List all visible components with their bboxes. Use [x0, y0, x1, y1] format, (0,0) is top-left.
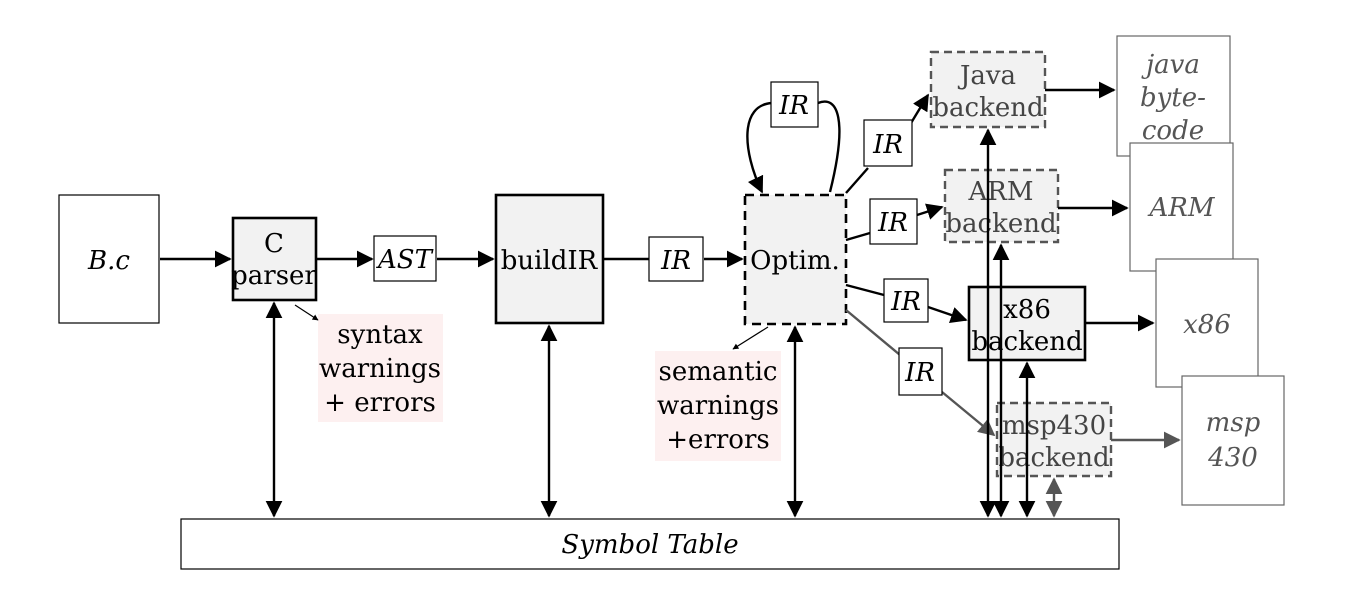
symbol-table-label: Symbol Table	[561, 530, 738, 560]
arrow-parser-to-syntax-note	[294, 304, 319, 321]
semantic-warnings-note: semantic warnings +errors	[655, 351, 781, 461]
semantic-note-line1: semantic	[659, 357, 778, 387]
syntax-warnings-note: syntax warnings + errors	[318, 314, 443, 422]
svg-text:IR: IR	[660, 246, 691, 276]
optim-label: Optim.	[750, 246, 840, 276]
source-file-box: B.c	[58, 194, 160, 324]
msp430-backend-line1: msp430	[1002, 411, 1106, 441]
arm-backend-line2: backend	[945, 209, 1056, 239]
ir-label-to-msp430: IR	[898, 347, 943, 396]
x86-backend-box: x86 backend	[967, 285, 1087, 362]
output-x86-label: x86	[1183, 310, 1231, 340]
output-x86: x86	[1155, 258, 1259, 388]
syntax-note-line1: syntax	[337, 320, 423, 350]
output-msp-line1: msp	[1206, 408, 1261, 438]
semantic-note-line3: +errors	[666, 425, 769, 455]
arm-backend-box: ARM backend	[943, 168, 1060, 244]
ir-label-to-optim: IR	[648, 236, 704, 282]
buildir-box: buildIR	[494, 193, 605, 325]
ast-label-box: AST	[373, 235, 437, 282]
java-backend-line2: backend	[932, 93, 1043, 123]
optim-box: Optim.	[743, 193, 848, 326]
ir-label-to-arm: IR	[869, 198, 918, 245]
output-msp-line2: 430	[1207, 443, 1258, 473]
c-parser-line1: C	[264, 229, 284, 259]
syntax-note-line3: + errors	[324, 388, 436, 418]
java-backend-box: Java backend	[929, 50, 1047, 129]
msp430-backend-box: msp430 backend	[995, 401, 1113, 478]
c-parser-line2: parser	[231, 261, 317, 291]
arrow-optim-to-x86	[845, 283, 966, 320]
syntax-note-line2: warnings	[319, 354, 441, 384]
java-backend-line1: Java	[957, 61, 1016, 91]
source-file-label: B.c	[87, 246, 130, 276]
arrow-optim-to-semantic-note	[732, 326, 769, 350]
ir-label-to-java: IR	[863, 119, 913, 167]
arm-backend-line1: ARM	[968, 177, 1034, 207]
output-java-bytecode: java byte- code	[1116, 35, 1231, 157]
ir-label-to-x86: IR	[883, 278, 929, 323]
svg-text:IR: IR	[778, 91, 809, 121]
svg-text:IR: IR	[877, 208, 908, 238]
msp430-backend-line2: backend	[998, 443, 1109, 473]
output-arm-label: ARM	[1148, 193, 1216, 223]
svg-text:IR: IR	[890, 287, 921, 317]
symbol-table-box: Symbol Table	[180, 518, 1120, 570]
c-parser-box: C parser	[231, 216, 317, 302]
ast-label: AST	[376, 245, 434, 275]
buildir-label: buildIR	[501, 246, 599, 276]
arrow-optim-to-arm	[845, 207, 942, 242]
output-java-line2: byte-	[1140, 83, 1206, 113]
output-java-line1: java	[1141, 50, 1200, 80]
svg-text:IR: IR	[872, 130, 903, 160]
output-java-line3: code	[1142, 116, 1204, 146]
ir-label-loop: IR	[770, 81, 819, 128]
svg-text:IR: IR	[904, 358, 935, 388]
optim-loop-arrow	[747, 100, 841, 192]
x86-backend-line1: x86	[1003, 295, 1051, 325]
semantic-note-line2: warnings	[657, 391, 779, 421]
output-arm: ARM	[1129, 142, 1234, 272]
output-msp430: msp 430	[1181, 375, 1285, 506]
